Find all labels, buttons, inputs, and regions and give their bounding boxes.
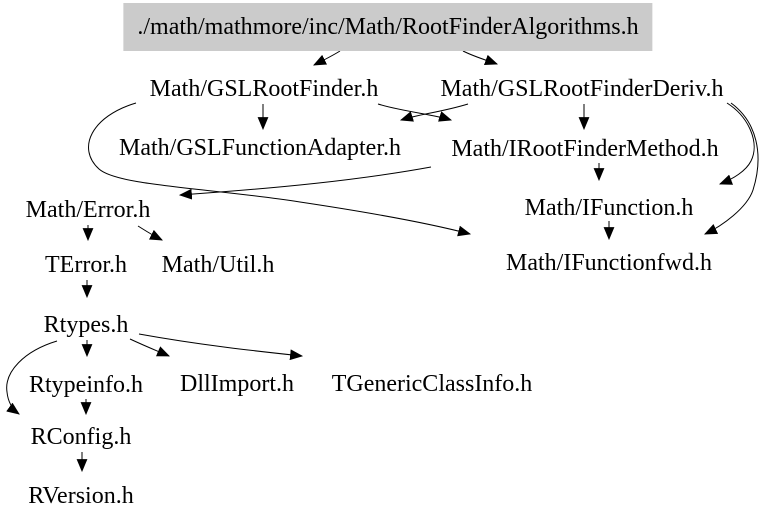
node-util[interactable]: Math/Util.h xyxy=(161,252,275,278)
edge-rtypes-to-dllimport xyxy=(129,338,170,357)
node-gslrootfinder[interactable]: Math/GSLRootFinder.h xyxy=(149,76,379,102)
node-rconfig[interactable]: RConfig.h xyxy=(30,424,132,450)
edge-gslrootfinderderiv-to-gslfunctionadapter xyxy=(399,103,469,122)
edge-rtypes-to-rconfig xyxy=(6,340,58,415)
node-rversion[interactable]: RVersion.h xyxy=(28,483,134,509)
node-ifunction[interactable]: Math/IFunction.h xyxy=(524,195,694,221)
node-rtypes[interactable]: Rtypes.h xyxy=(43,312,129,338)
node-dllimport[interactable]: DllImport.h xyxy=(180,371,294,397)
node-gslrootfinderderiv[interactable]: Math/GSLRootFinderDeriv.h xyxy=(440,76,724,102)
node-irootfindermethod[interactable]: Math/IRootFinderMethod.h xyxy=(451,136,719,162)
node-rtypeinfo[interactable]: Rtypeinfo.h xyxy=(29,372,143,398)
node-rootfinderalgorithms: ./math/mathmore/inc/Math/RootFinderAlgor… xyxy=(123,3,653,51)
node-terror[interactable]: TError.h xyxy=(45,252,127,278)
edge-gslrootfinderderiv-to-ifunctionfwd xyxy=(704,102,759,235)
node-gslfunctionadapter[interactable]: Math/GSLFunctionAdapter.h xyxy=(119,135,401,161)
edge-gslrootfinder-to-ifunctionfwd xyxy=(88,102,472,237)
edge-gslrootfinderderiv-to-ifunction xyxy=(718,102,755,185)
edge-rtypes-to-tgenericclassinfo xyxy=(138,333,304,361)
edge-irootfindermethod-to-error xyxy=(178,166,432,200)
edge-rootfinderalgorithms-to-gslrootfinder xyxy=(313,50,341,66)
node-ifunctionfwd[interactable]: Math/IFunctionfwd.h xyxy=(506,250,712,276)
node-tgenericclassinfo[interactable]: TGenericClassInfo.h xyxy=(331,371,533,397)
node-error[interactable]: Math/Error.h xyxy=(25,197,151,223)
edge-gslrootfinder-to-irootfindermethod xyxy=(377,103,453,122)
edge-error-to-util xyxy=(137,225,163,241)
edge-rootfinderalgorithms-to-gslrootfinderderiv xyxy=(462,50,499,66)
